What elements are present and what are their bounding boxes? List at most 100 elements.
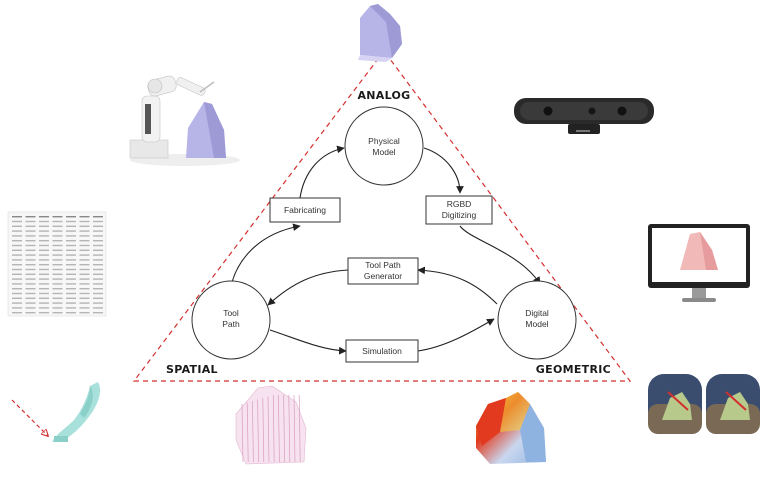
edge-rgbd-to-digital [459,225,541,285]
table-cell-mark [79,220,90,223]
table-cell-mark [39,283,49,285]
table-cell-mark [25,283,36,285]
table-cell-mark [25,268,36,271]
table-cell-mark [66,230,76,232]
table-cell-mark [93,235,103,237]
table-cell-mark [12,216,22,218]
table-cell-mark [39,268,49,271]
table-cell-mark [93,216,103,218]
table-cell-mark [25,240,36,242]
table-cell-mark [79,268,90,271]
table-cell-mark [25,292,36,295]
table-cell-mark [52,307,63,309]
table-cell-mark [25,220,36,223]
table-cell-mark [25,264,36,266]
table-cell-mark [66,278,76,280]
node-tool-path: Tool Path [191,280,271,360]
table-cell-mark [93,307,103,309]
table-cell-mark [79,259,90,261]
triangle-frame [132,50,632,382]
table-cell-mark [79,288,90,290]
table-cell-mark [25,302,36,304]
layered-toolpath-model-icon [235,385,307,465]
table-cell-mark [12,254,22,256]
table-cell-mark [66,259,76,261]
table-cell-mark [93,249,103,251]
table-cell-mark [66,288,76,290]
table-cell-mark [66,292,76,295]
table-cell-mark [79,264,90,266]
table-cell-mark [93,278,103,280]
table-cell-mark [25,307,36,309]
table-cell-mark [12,259,22,261]
table-cell-mark [52,312,63,314]
node-physical-model: Physical Model [344,106,424,186]
table-cell-mark [39,288,49,290]
table-cell-mark [52,273,63,275]
table-cell-mark [12,288,22,290]
table-cell-mark [39,230,49,232]
table-cell-mark [66,283,76,285]
table-cell-mark [39,240,49,242]
node-simulation: Simulation [345,339,419,363]
table-cell-mark [66,312,76,314]
table-cell-mark [39,302,49,304]
toolpath-stripe [246,402,249,463]
table-cell-mark [39,297,49,299]
toolpath-stripe [272,394,275,463]
svg-text:Generator: Generator [364,271,402,281]
svg-text:RGBD: RGBD [447,199,472,209]
table-cell-mark [93,225,103,227]
svg-text:Digital: Digital [525,308,549,318]
table-cell-mark [25,230,36,232]
table-cell-mark [93,273,103,275]
table-cell-mark [93,240,103,242]
table-cell-mark [52,220,63,223]
table-cell-mark [12,297,22,299]
edge-fabricating-to-physical [299,145,345,199]
table-cell-mark [52,230,63,232]
svg-text:Fabricating: Fabricating [284,205,326,215]
toolpath-stripe [262,397,265,463]
table-cell-mark [12,268,22,271]
table-cell-mark [93,297,103,299]
table-cell-mark [66,225,76,227]
table-cell-mark [79,312,90,314]
table-cell-mark [12,278,22,280]
table-cell-mark [52,216,63,218]
edge-simulation-to-digital [417,318,495,352]
table-cell-mark [12,292,22,295]
svg-text:Tool: Tool [223,308,239,318]
table-cell-mark [52,283,63,285]
node-digital-model: Digital Model [497,280,577,360]
table-cell-mark [52,259,63,261]
table-cell-mark [39,273,49,275]
svg-text:Tool Path: Tool Path [365,260,401,270]
toolpath-stripe [283,394,285,463]
toolpath-stripe [278,394,280,463]
table-cell-mark [79,297,90,299]
table-cell-mark [79,235,90,237]
table-cell-mark [12,220,22,223]
table-cell-mark [79,273,90,275]
table-cell-mark [93,264,103,266]
table-cell-mark [66,302,76,304]
table-cell-mark [12,283,22,285]
edge-physical-to-rgbd [423,147,464,194]
corner-label-geometric: GEOMETRIC [536,363,611,376]
table-cell-mark [52,225,63,227]
table-cell-mark [66,235,76,237]
edge-digital-to-generator [417,266,498,305]
table-cell-mark [79,225,90,227]
table-cell-mark [52,264,63,266]
table-cell-mark [52,244,63,247]
table-cell-mark [12,249,22,251]
deviation-heatmap-model-icon [476,392,546,464]
table-cell-mark [93,302,103,304]
table-cell-mark [79,216,90,218]
rgbd-camera-icon [514,98,654,134]
toolpath-stripe [257,399,259,463]
table-cell-mark [52,235,63,237]
vr-headset-view-icon [648,374,760,434]
corner-label-analog: ANALOG [357,89,410,102]
